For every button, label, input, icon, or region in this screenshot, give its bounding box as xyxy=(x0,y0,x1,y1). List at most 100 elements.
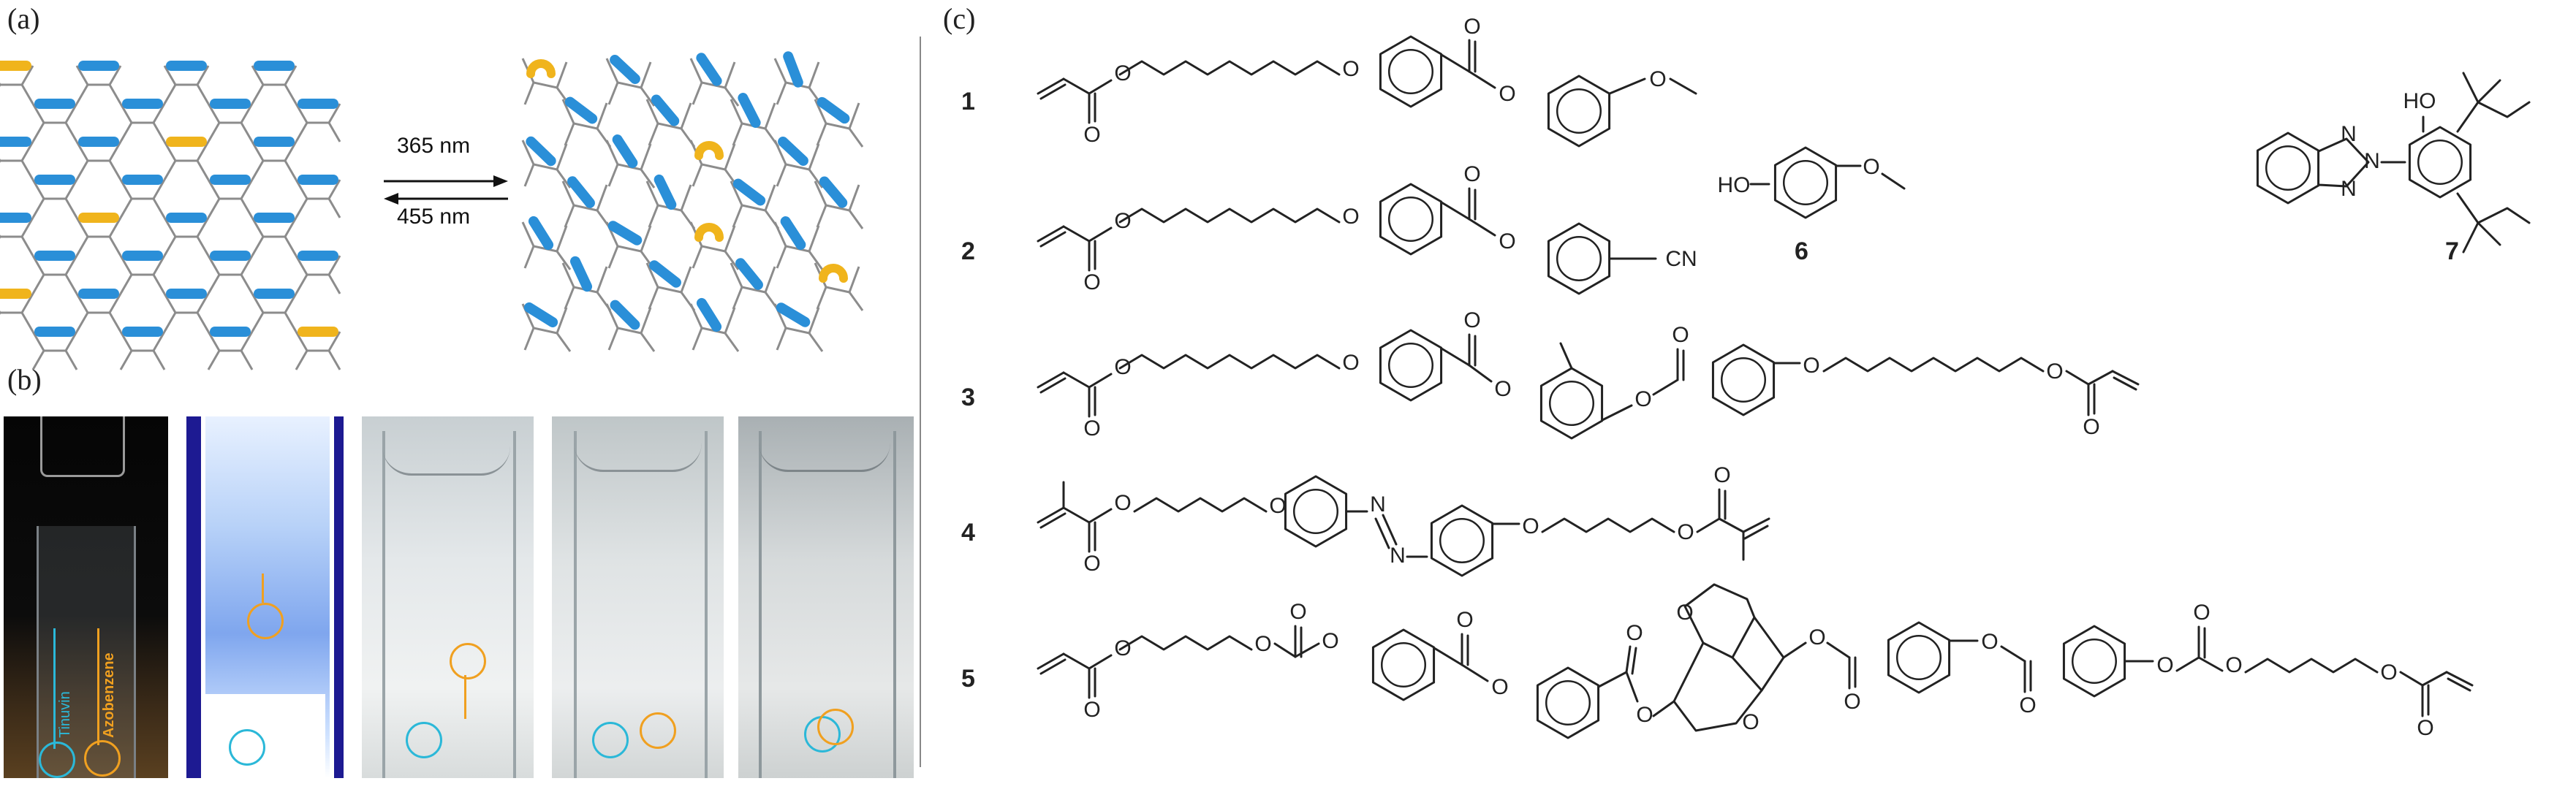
lc-mesogen xyxy=(34,251,75,261)
bond xyxy=(1433,647,1463,666)
carbonyl-oxygen: O xyxy=(1463,162,1480,186)
network-link xyxy=(119,122,133,142)
network-link xyxy=(808,169,824,188)
network-link xyxy=(240,274,254,294)
lc-mesogen xyxy=(738,93,761,128)
bond xyxy=(1468,70,1496,89)
ring-oxygen: O xyxy=(1676,601,1693,625)
network-link xyxy=(163,84,177,104)
network-link xyxy=(561,99,608,130)
aromatic-circle xyxy=(1387,48,1434,95)
alkyl-chain xyxy=(1118,207,1341,224)
network-link xyxy=(240,350,254,370)
aromatic-circle xyxy=(1895,634,1942,681)
methyl-bond xyxy=(2477,221,2501,246)
network-link xyxy=(732,123,743,146)
network-link xyxy=(207,350,221,370)
bond xyxy=(2087,370,2114,386)
network-link xyxy=(724,332,740,352)
bond xyxy=(1440,347,1471,367)
azo-mesogen xyxy=(0,61,31,71)
network-link xyxy=(814,99,860,130)
network-schematic-ordered xyxy=(0,61,341,370)
ring-oxygen: O xyxy=(1742,710,1759,734)
wavelength-455: 455 nm xyxy=(397,205,471,229)
network-link xyxy=(730,180,776,212)
network-link xyxy=(564,205,575,228)
network-link xyxy=(152,198,166,218)
azo-mesogen-cis xyxy=(694,141,724,160)
isosorbide-ring xyxy=(1672,616,1785,703)
compound-number-4: 4 xyxy=(961,519,975,546)
lc-mesogen xyxy=(298,251,338,261)
panel-label-c: (c) xyxy=(943,2,976,35)
photo-cuvette-2 xyxy=(186,416,344,778)
network-link xyxy=(64,198,78,218)
network-link xyxy=(251,141,298,162)
label-azobenzene: Azobenzene xyxy=(101,652,117,738)
alkyl-chain xyxy=(1541,517,1675,533)
network-link xyxy=(848,210,864,229)
network-link xyxy=(240,122,254,142)
network-link xyxy=(561,180,608,212)
methyl-bond xyxy=(2462,72,2480,104)
photo-cuvette-5 xyxy=(738,416,914,778)
ester-oxygen: O xyxy=(1636,703,1653,727)
methyl-bond xyxy=(2462,221,2480,254)
network-link xyxy=(20,236,34,256)
carbonyl-bond xyxy=(1631,647,1637,675)
network-link xyxy=(605,221,652,253)
network-link xyxy=(645,262,692,294)
carbonyl-oxygen: O xyxy=(1083,552,1100,576)
network-link xyxy=(648,286,659,310)
network-link xyxy=(163,312,177,332)
network-link xyxy=(119,350,133,370)
network-link xyxy=(251,293,298,314)
ester-oxygen: O xyxy=(1499,229,1515,254)
azo-nitrogen: N xyxy=(1370,492,1386,517)
network-link xyxy=(724,87,740,107)
benzene-ring xyxy=(2062,625,2126,698)
lc-mesogen xyxy=(122,251,163,261)
ester-oxygen: O xyxy=(1677,520,1694,544)
vinyl-bond xyxy=(1039,231,1067,248)
network-link xyxy=(284,84,298,104)
lc-mesogen xyxy=(166,61,207,71)
benzene-ring xyxy=(1547,222,1611,295)
benzene-ring xyxy=(1536,666,1600,739)
network-link xyxy=(108,236,122,256)
lc-mesogen xyxy=(34,327,75,337)
carbonyl-oxygen: O xyxy=(1713,463,1730,487)
network-link xyxy=(692,327,703,351)
lc-mesogen xyxy=(78,137,119,147)
vinyl-bond xyxy=(1037,652,1065,670)
bond xyxy=(1601,404,1633,422)
lc-mesogen xyxy=(78,289,119,299)
network-link xyxy=(640,169,656,188)
network-link xyxy=(31,198,45,218)
network-link xyxy=(163,65,210,86)
network-link xyxy=(75,293,122,314)
network-link xyxy=(119,103,166,124)
ester-oxygen: O xyxy=(2046,359,2063,384)
triazole-ring xyxy=(2317,137,2370,188)
vinyl-bond xyxy=(1039,512,1067,529)
hydroxyl-group: HO xyxy=(1718,173,1751,197)
network-link xyxy=(240,198,254,218)
lc-mesogen xyxy=(696,297,722,332)
lc-mesogen xyxy=(122,327,163,337)
bond xyxy=(1088,226,1113,243)
bond xyxy=(2197,656,2224,672)
ester-oxygen: O xyxy=(1494,377,1511,401)
network-link xyxy=(207,122,221,142)
vinyl-bond xyxy=(2113,376,2137,391)
bond xyxy=(2175,656,2200,672)
bond xyxy=(1826,641,1851,659)
alkyl-chain xyxy=(1118,635,1253,651)
network-link xyxy=(295,198,308,218)
bond xyxy=(1294,642,1320,658)
ester-oxygen: O xyxy=(1114,491,1131,515)
lc-mesogen xyxy=(526,136,556,167)
carbonate-oxygen: O xyxy=(2225,653,2242,677)
network-link xyxy=(730,262,776,294)
